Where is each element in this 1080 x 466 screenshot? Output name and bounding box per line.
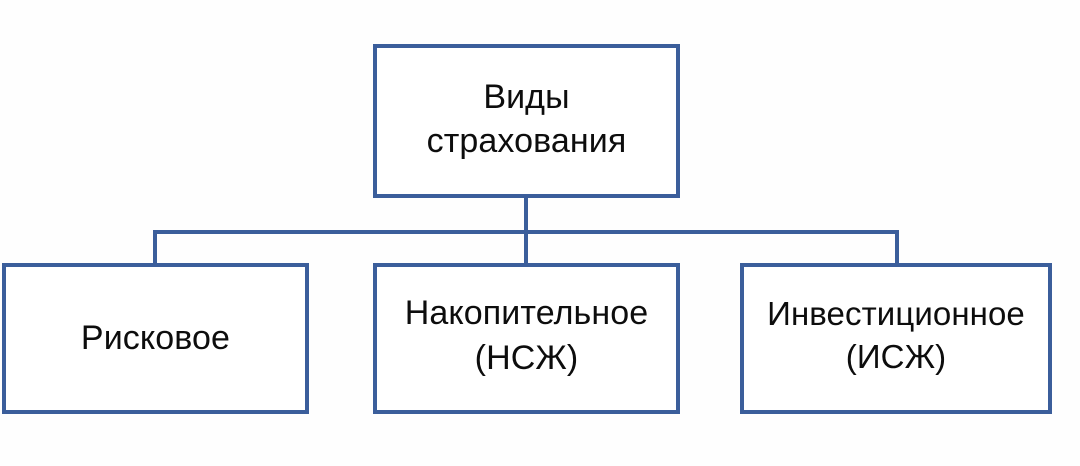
node-root-label: Виды страхования xyxy=(426,77,627,160)
node-child-savings[interactable]: Накопительное (НСЖ) xyxy=(373,263,680,414)
node-child-risk-label: Рисковое xyxy=(80,319,231,358)
node-child-savings-label: Накопительное (НСЖ) xyxy=(404,294,649,377)
node-root-types-of-insurance[interactable]: Виды страхования xyxy=(373,44,680,198)
node-child-risk[interactable]: Рисковое xyxy=(2,263,309,414)
node-child-investment-label: Инвестиционное (ИСЖ) xyxy=(767,294,1025,375)
node-child-investment[interactable]: Инвестиционное (ИСЖ) xyxy=(740,263,1052,414)
